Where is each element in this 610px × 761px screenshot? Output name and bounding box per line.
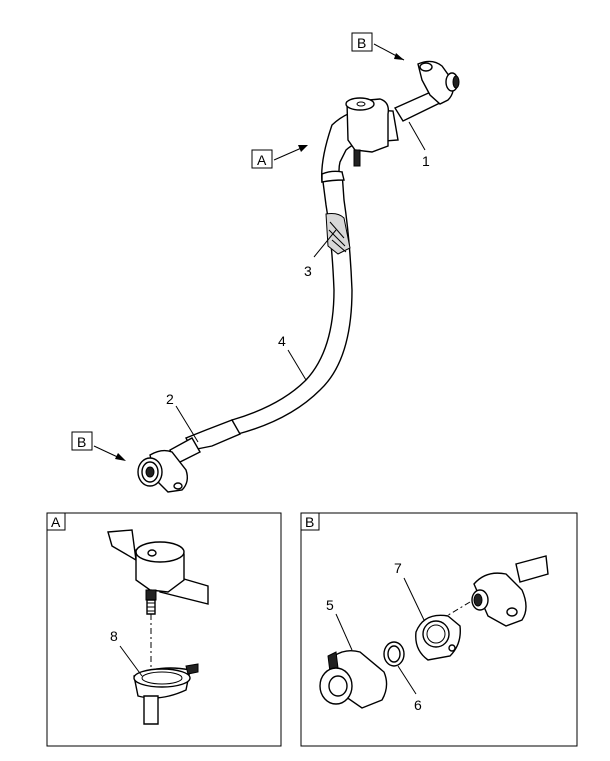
callout-8: 8 — [110, 628, 143, 677]
callout-8-text: 8 — [110, 628, 118, 644]
callout-1: 1 — [408, 121, 430, 169]
callout-5-text: 5 — [326, 597, 334, 613]
callout-7-text: 7 — [394, 560, 402, 576]
callout-2: 2 — [166, 391, 199, 443]
callout-2-text: 2 — [166, 391, 174, 407]
callout-4-text: 4 — [278, 333, 286, 349]
arrow-icon — [298, 145, 308, 152]
arrow-icon — [115, 453, 126, 461]
callout-1-text: 1 — [422, 153, 430, 169]
callout-3: 3 — [304, 229, 337, 279]
view-label-b-top-text: B — [357, 35, 366, 51]
callout-5: 5 — [326, 597, 353, 651]
hose-assembly — [137, 60, 460, 493]
arrow-icon — [394, 53, 404, 60]
detail-panel-b: B 5 6 7 — [300, 512, 578, 747]
detail-panel-a: A 8 — [46, 512, 282, 747]
callout-6-text: 6 — [414, 697, 422, 713]
callout-6: 6 — [397, 665, 422, 713]
view-label-b-left: B — [71, 431, 126, 461]
callout-3-text: 3 — [304, 263, 312, 279]
view-label-a-main: A — [251, 145, 308, 169]
callout-7: 7 — [394, 560, 425, 621]
detail-panel-a-label: A — [51, 514, 61, 530]
view-label-b-top: B — [351, 32, 405, 61]
hose — [231, 170, 353, 435]
callout-4: 4 — [278, 333, 307, 381]
view-label-a-main-text: A — [257, 152, 267, 168]
tube-assembly-lower — [137, 419, 241, 493]
view-label-b-left-text: B — [77, 434, 86, 450]
tube-assembly-upper — [321, 60, 460, 183]
detail-panel-b-label: B — [305, 514, 314, 530]
